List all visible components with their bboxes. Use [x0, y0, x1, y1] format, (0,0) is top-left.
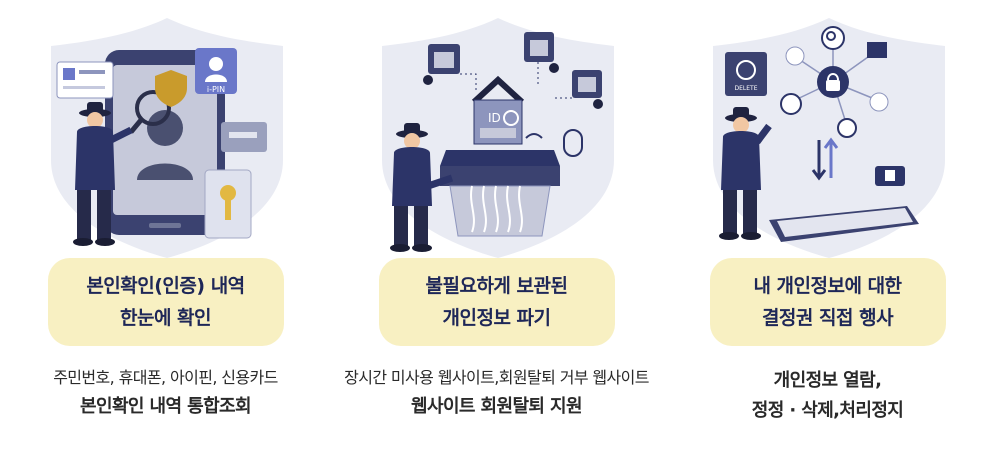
panel-title-box: 내 개인정보에 대한 결정권 직접 행사	[709, 258, 946, 346]
panel-desc-line1: 장시간 미사용 웹사이트,회원탈퇴 거부 웹사이트	[344, 368, 649, 387]
feature-panel-rights: DELETE 내 개인정보에 대한 결정권 직접 행사 개인정보 열람, 정정 …	[662, 0, 993, 467]
panel-desc-line1: 개인정보 열람,	[773, 370, 882, 391]
panel-description: 장시간 미사용 웹사이트,회원탈퇴 거부 웹사이트 웹사이트 회원탈퇴 지원	[331, 366, 662, 424]
panel-desc-line2: 본인확인 내역 통합조회	[80, 396, 252, 417]
panel-title-box: 본인확인(인증) 내역 한눈에 확인	[47, 258, 284, 346]
data-rights-illustration: DELETE	[713, 18, 945, 258]
id-label: ID	[488, 111, 501, 125]
identity-verification-illustration: i-PIN	[51, 18, 283, 258]
panel-desc-line2: 웹사이트 회원탈퇴 지원	[411, 396, 583, 417]
panel-title-line1: 불필요하게 보관된	[425, 275, 568, 297]
ipin-label: i-PIN	[207, 85, 225, 94]
data-shredder-illustration: ID	[382, 18, 614, 258]
panel-description: 주민번호, 휴대폰, 아이핀, 신용카드 본인확인 내역 통합조회	[0, 366, 331, 424]
panel-title-line1: 내 개인정보에 대한	[753, 275, 902, 297]
panel-desc-line2: 정정 · 삭제,처리정지	[751, 400, 904, 421]
panel-description: 개인정보 열람, 정정 · 삭제,처리정지	[662, 366, 993, 426]
panel-title-line2: 개인정보 파기	[442, 307, 552, 329]
panel-title-line1: 본인확인(인증) 내역	[86, 275, 245, 297]
panel-desc-line1: 주민번호, 휴대폰, 아이핀, 신용카드	[53, 368, 278, 387]
panel-title-line2: 한눈에 확인	[119, 307, 212, 329]
feature-panel-identity: i-PIN 본인확인(인증) 내역 한눈에 확인 주민번호, 휴대폰, 아이핀,…	[0, 0, 331, 467]
feature-panel-deletion: ID 불필요하게 보관된 개인정보 파기 장시간 미사용 웹사이트,회원	[331, 0, 662, 467]
delete-label: DELETE	[734, 85, 757, 92]
panel-title-line2: 결정권 직접 행사	[761, 307, 894, 329]
panel-title-box: 불필요하게 보관된 개인정보 파기	[378, 258, 615, 346]
